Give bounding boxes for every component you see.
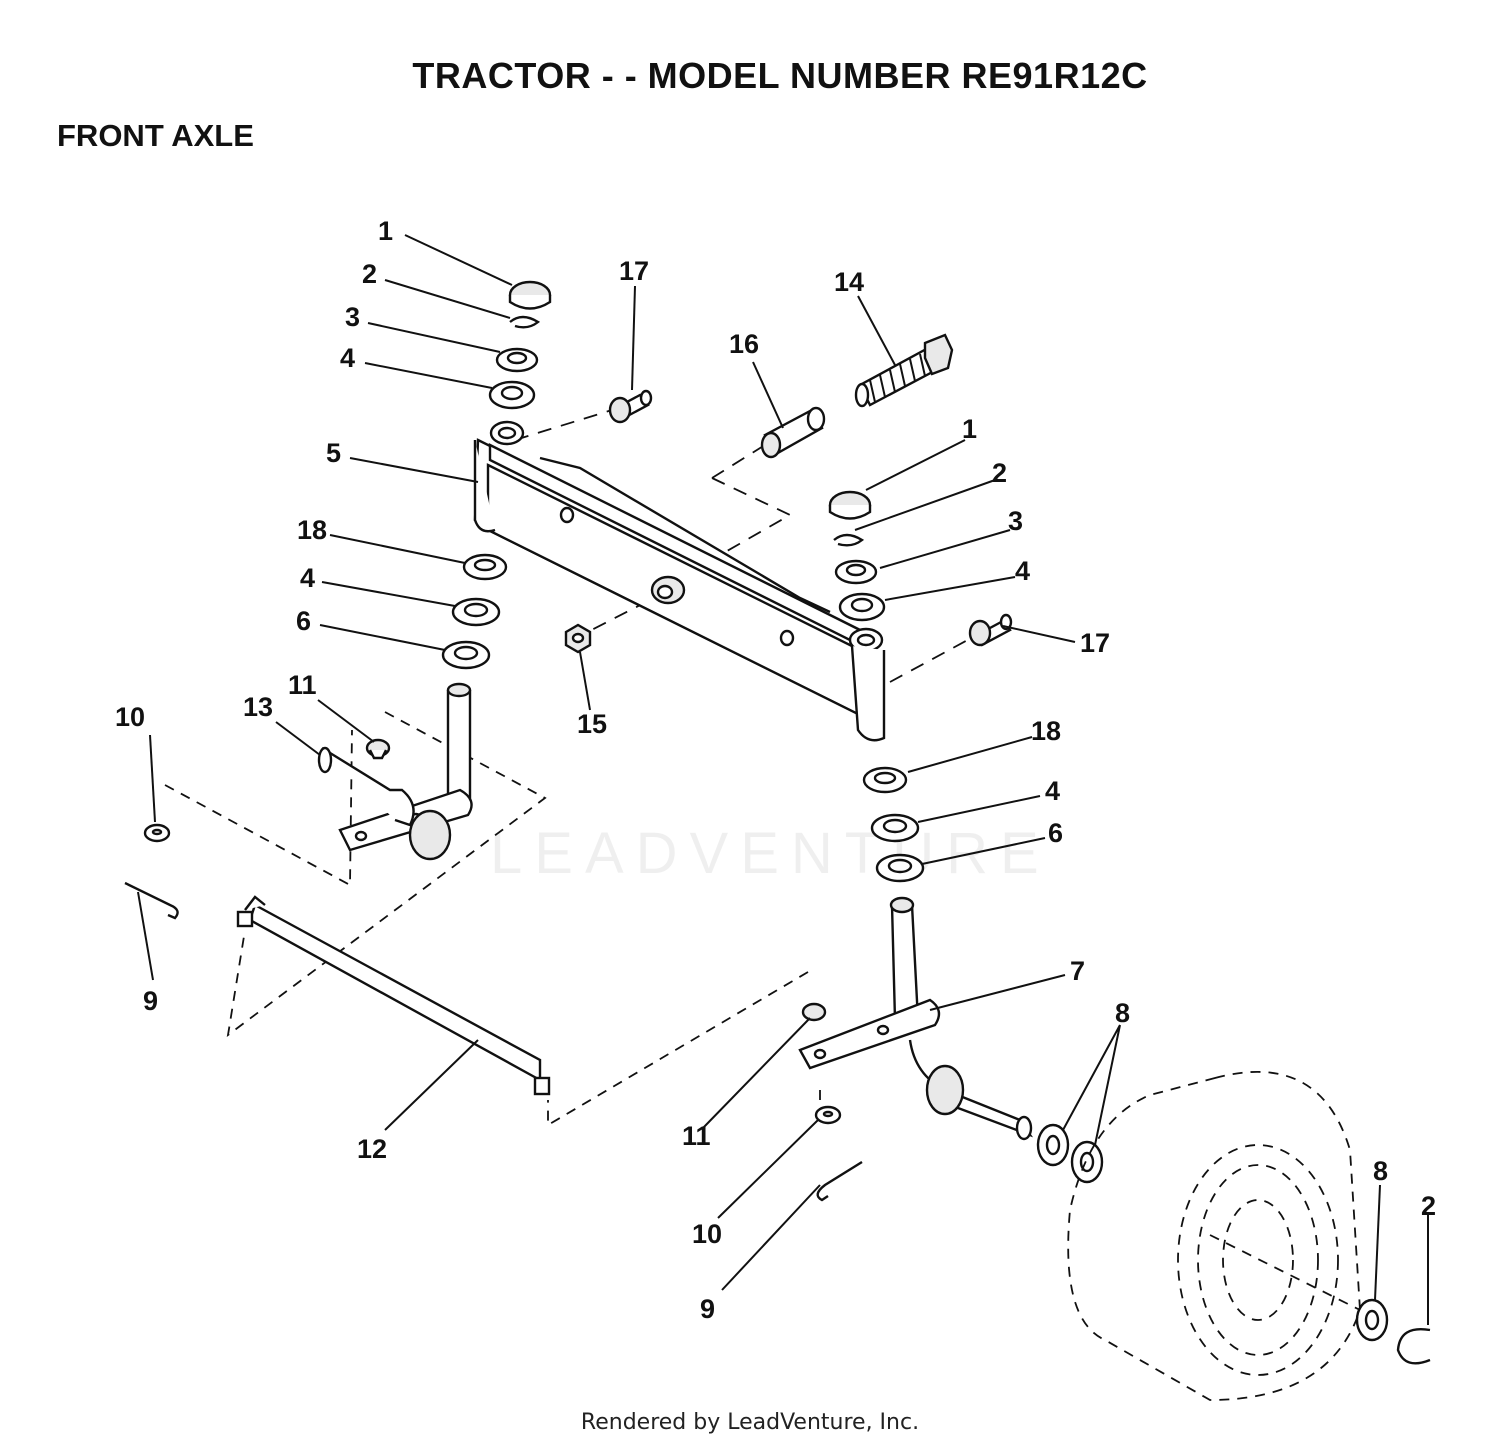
callout-18-right: 18 [1031, 716, 1061, 746]
e-clip [1396, 1328, 1431, 1365]
hub-washers [1036, 1123, 1389, 1342]
callout-7-spindle: 7 [1070, 956, 1085, 986]
callout-8-hub: 8 [1115, 998, 1130, 1028]
left-upper-hardware [488, 280, 552, 410]
callout-9-left: 9 [143, 986, 158, 1016]
callout-15-nut: 15 [577, 709, 607, 739]
front-wheel [1067, 1070, 1361, 1401]
callout-leader-lines [137, 234, 1429, 1325]
grease-fittings [608, 389, 1013, 647]
callout-8-wheel: 8 [1373, 1156, 1388, 1186]
front-axle-beam [473, 420, 886, 742]
callout-10-left: 10 [115, 702, 145, 732]
right-cotter-hardware [814, 1105, 863, 1202]
callout-4-right-upper: 4 [1015, 556, 1030, 586]
callout-13-spindle: 13 [243, 692, 273, 722]
section-heading: FRONT AXLE [57, 118, 254, 153]
callout-3-right: 3 [1008, 506, 1023, 536]
callout-17-left: 17 [619, 256, 649, 286]
spacer-tube [760, 406, 826, 459]
callout-2-left: 2 [362, 259, 377, 289]
callout-16-spacer: 16 [729, 329, 759, 359]
right-upper-hardware [828, 490, 886, 622]
page-title: TRACTOR - - MODEL NUMBER RE91R12C [412, 55, 1148, 96]
footer-credit: Rendered by LeadVenture, Inc. [580, 1410, 920, 1435]
right-lower-washers [862, 766, 925, 883]
drag-link [236, 895, 551, 1096]
callout-3-left: 3 [345, 302, 360, 332]
callout-1-right: 1 [962, 414, 977, 444]
left-spindle [317, 682, 473, 861]
callout-2-right: 2 [992, 458, 1007, 488]
callout-17-right: 17 [1080, 628, 1110, 658]
callout-11-right: 11 [682, 1121, 711, 1151]
callout-labels: 1 2 3 4 5 18 4 6 11 13 10 9 12 17 16 14 … [115, 216, 1436, 1324]
callout-1-left: 1 [378, 216, 393, 246]
callout-12-drag-link: 12 [357, 1134, 387, 1164]
callout-6-left: 6 [296, 606, 311, 636]
callout-4-right-lower: 4 [1045, 776, 1060, 806]
watermark-text: LEADVENTURE [490, 821, 1051, 886]
lock-nut [564, 623, 592, 654]
callout-6-right: 6 [1048, 818, 1063, 848]
callout-18-left: 18 [297, 515, 327, 545]
left-cotter-hardware [124, 823, 179, 920]
callout-4-left-lower: 4 [300, 563, 315, 593]
callout-14-bolt: 14 [834, 267, 864, 297]
left-lower-washers [441, 553, 508, 670]
callout-10-right: 10 [692, 1219, 722, 1249]
pivot-bolt [854, 333, 954, 408]
callout-4-left-upper: 4 [340, 343, 355, 373]
callout-9-right: 9 [700, 1294, 715, 1324]
callout-2-e-clip: 2 [1421, 1191, 1436, 1221]
callout-5-axle: 5 [326, 438, 341, 468]
callout-11-left: 11 [288, 670, 317, 700]
right-spindle [798, 896, 1034, 1141]
